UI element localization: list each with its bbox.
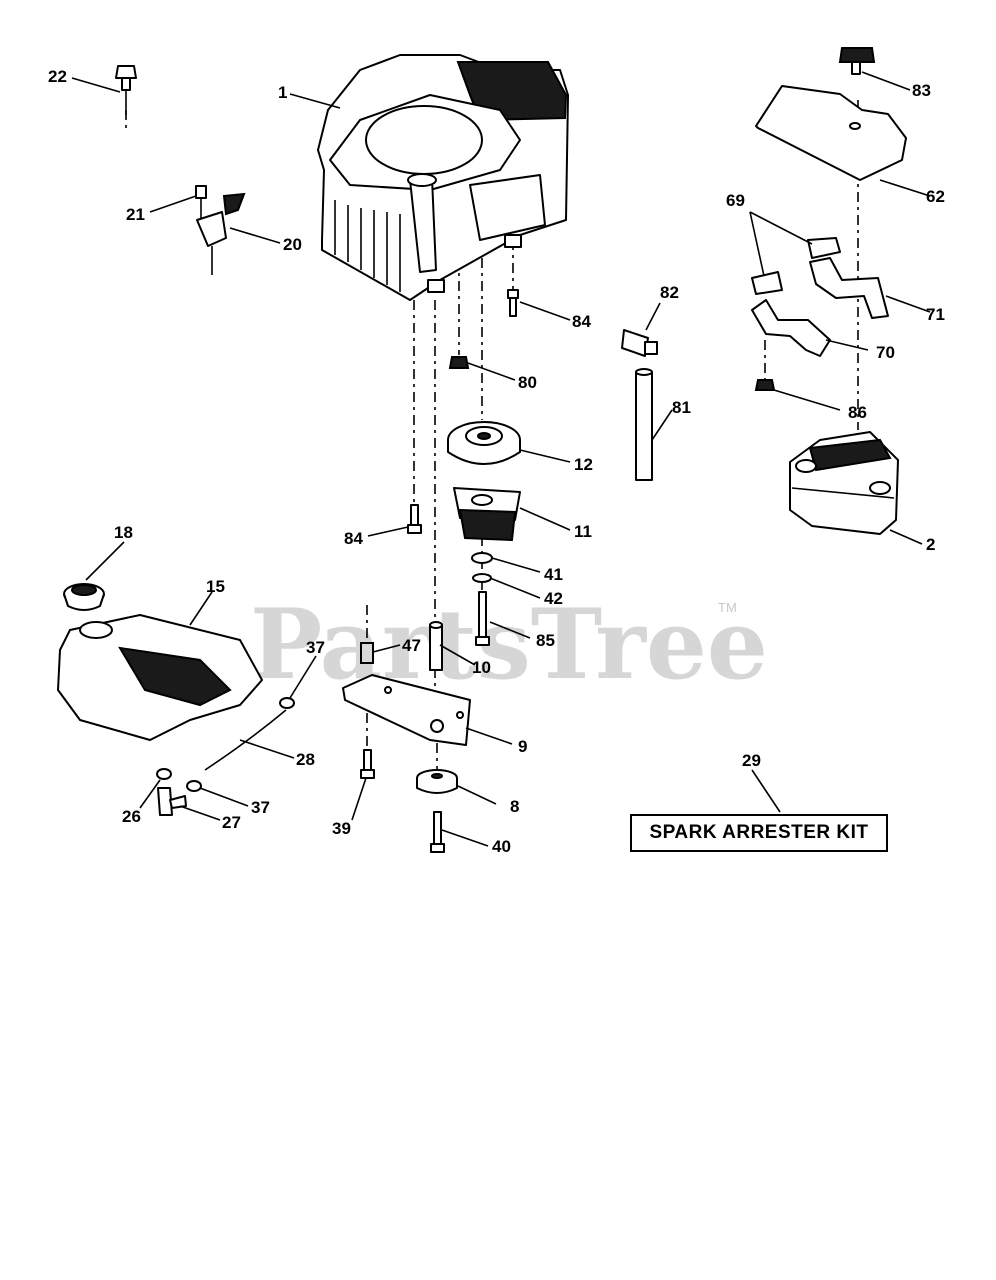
engine-part[interactable] (317, 54, 569, 301)
callout-41: 41 (544, 565, 563, 584)
muffler-part[interactable] (789, 431, 899, 535)
callout-37-upper: 37 (306, 638, 325, 657)
fuel-tank-part[interactable] (57, 614, 263, 741)
hose-clamp-upper[interactable] (279, 697, 295, 709)
callout-26: 26 (122, 807, 141, 826)
elbow-fitting-part[interactable] (621, 329, 658, 357)
callout-85: 85 (536, 631, 555, 650)
spacer-47-part[interactable] (360, 642, 374, 664)
knob-part[interactable] (838, 47, 876, 75)
clutch-bolt-part[interactable] (475, 591, 490, 646)
callout-10: 10 (472, 658, 491, 677)
throttle-bracket-part[interactable] (195, 185, 246, 275)
callout-62: 62 (926, 187, 945, 206)
callout-47: 47 (402, 636, 421, 655)
callout-22: 22 (48, 67, 67, 86)
washer-42-part[interactable] (472, 573, 492, 583)
engine-cooling-fins (334, 200, 401, 292)
electric-clutch-part[interactable] (453, 487, 521, 542)
callout-84-lower: 84 (344, 529, 363, 548)
callout-70: 70 (876, 343, 895, 362)
bushing-part[interactable] (156, 768, 172, 780)
callout-40: 40 (492, 837, 511, 856)
exhaust-pipe-part[interactable] (751, 299, 831, 357)
idler-pulley-part[interactable] (416, 769, 458, 794)
engine-bolt-lower[interactable] (407, 504, 422, 534)
callout-leaders (71, 71, 931, 847)
callout-71: 71 (926, 305, 945, 324)
dipstick-part[interactable] (115, 65, 137, 115)
pulley-bolt-part[interactable] (430, 811, 445, 853)
callout-29: 29 (742, 751, 761, 770)
watermark-text: PartsTree (250, 588, 768, 701)
callout-39: 39 (332, 819, 351, 838)
callout-84-upper: 84 (572, 312, 591, 331)
fuel-cap-part[interactable] (63, 583, 105, 611)
callout-15: 15 (206, 577, 225, 596)
callout-37-lower: 37 (251, 798, 270, 817)
spacer-sleeve-part[interactable] (429, 621, 443, 671)
callout-labels: 1 22 21 20 83 62 69 71 70 86 2 84 80 12 … (48, 67, 945, 856)
callout-8: 8 (510, 797, 519, 816)
pipe-part[interactable] (635, 368, 653, 481)
callout-42: 42 (544, 589, 563, 608)
gasket-part-a[interactable] (807, 237, 841, 259)
callout-69: 69 (726, 191, 745, 210)
callout-18: 18 (114, 523, 133, 542)
fuel-line-part[interactable] (204, 709, 287, 771)
callout-2: 2 (926, 535, 935, 554)
callout-28: 28 (296, 750, 315, 769)
callout-1: 1 (278, 83, 287, 102)
callout-21: 21 (126, 205, 145, 224)
engine-pulley-part[interactable] (447, 421, 521, 465)
callout-20: 20 (283, 235, 302, 254)
idler-bracket-part[interactable] (342, 674, 471, 746)
hose-clamp-lower[interactable] (186, 780, 202, 792)
heat-shield-part[interactable] (755, 85, 907, 181)
callout-27: 27 (222, 813, 241, 832)
bracket-bolt-part[interactable] (360, 749, 375, 779)
exhaust-nut-part[interactable] (754, 379, 776, 391)
callout-82: 82 (660, 283, 679, 302)
gasket-part-b[interactable] (751, 271, 783, 295)
callout-12: 12 (574, 455, 593, 474)
washer-41-part[interactable] (471, 552, 493, 564)
callout-9: 9 (518, 737, 527, 756)
callout-83: 83 (912, 81, 931, 100)
fuel-fitting-part[interactable] (157, 787, 187, 816)
nut-part[interactable] (448, 356, 470, 369)
exhaust-pipe-part-right[interactable] (809, 257, 889, 319)
watermark-trademark: TM (718, 600, 737, 615)
callout-81: 81 (672, 398, 691, 417)
callout-86: 86 (848, 403, 867, 422)
callout-80: 80 (518, 373, 537, 392)
spark-arrester-kit-label[interactable]: SPARK ARRESTER KIT (630, 814, 888, 852)
callout-11: 11 (574, 522, 592, 541)
engine-bolt-upper[interactable] (507, 289, 519, 317)
